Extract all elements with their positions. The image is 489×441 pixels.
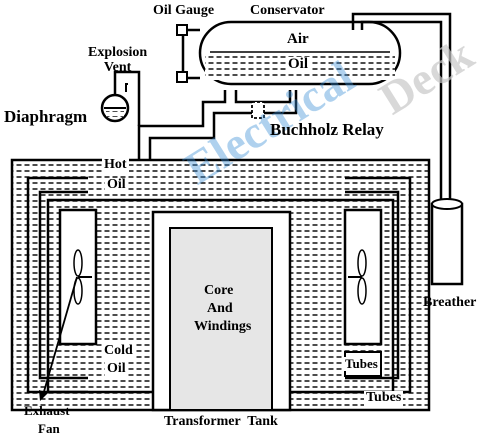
left-fan-icon [73,249,92,305]
oil-gauge-icon [176,24,200,83]
left-radiator-tube [26,176,88,394]
exhaust-fan-arrow [42,276,78,396]
cold-oil-label: Oil [105,361,128,377]
hot-label: Hot [102,157,129,173]
oil-gauge-label: Oil Gauge [153,3,215,18]
hot-oil-label: Oil [105,177,128,193]
buchholz-relay-label: Buchholz Relay [270,120,384,139]
exhaust-label: Exhaust [24,403,70,418]
oil-label-conservator: Oil [286,56,311,73]
breather-icon [430,198,464,286]
air-label: Air [287,31,309,47]
explosion-vent-pipe [113,70,141,126]
conservator-label: Conservator [250,3,325,18]
transformer-tank-label: Transformer Tank [162,414,280,430]
cold-label: Cold [102,343,135,359]
tubes-inner-label: Tubes [343,356,380,371]
right-fan-icon [348,249,367,305]
explosion-vent-label: Explosion Vent [88,45,148,75]
core-and-windings [169,227,273,411]
windings-label: Windings [194,319,252,334]
and-label: And [207,301,233,316]
tubes-outer-label: Tubes [364,390,404,406]
diaphragm-label: Diaphragm [4,107,88,126]
buchholz-relay-icon [251,101,265,119]
core-label: Core [204,283,234,298]
fan-label: Fan [38,421,60,436]
breather-label: Breather [423,295,477,310]
main-pipe [137,90,227,160]
breather-pipe [351,12,452,204]
